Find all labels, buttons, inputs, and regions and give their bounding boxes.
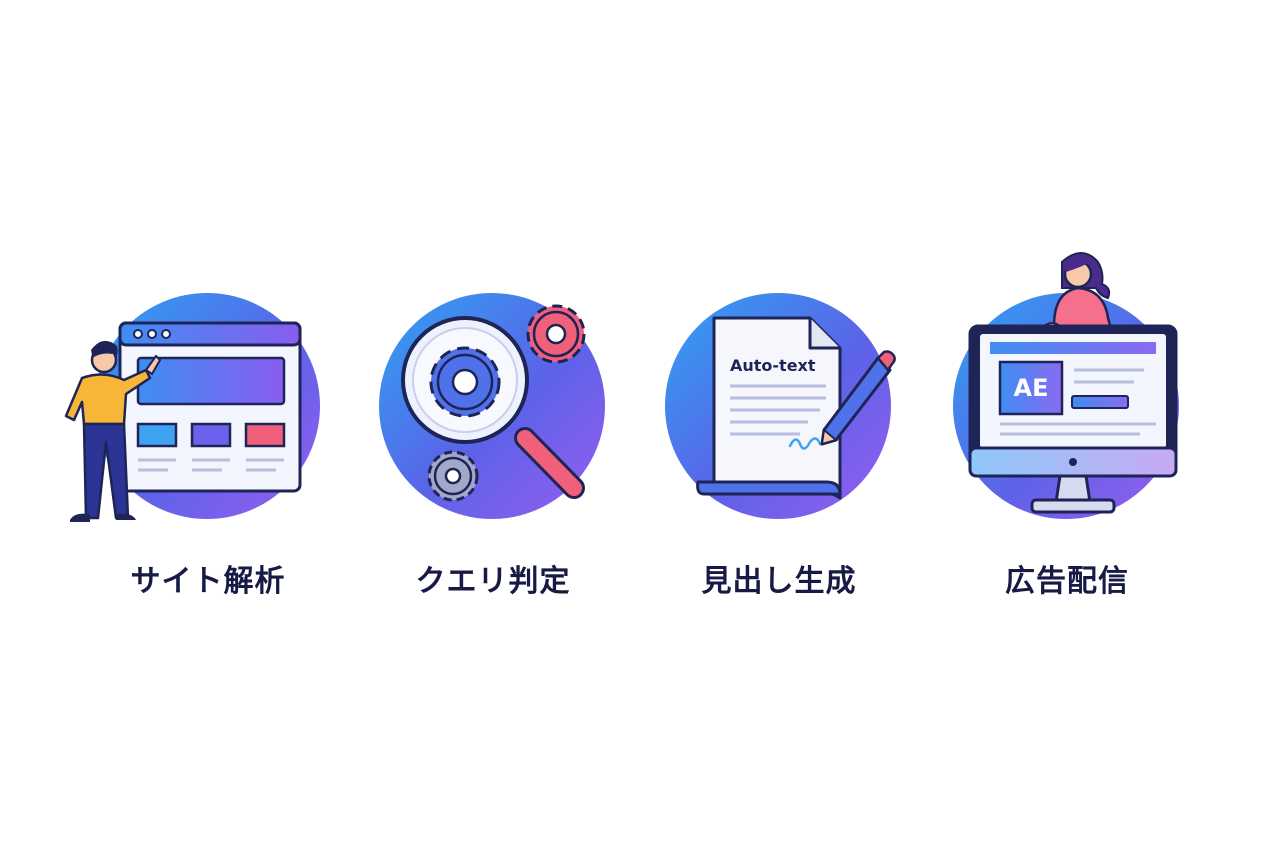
magnifier-gears-icon bbox=[401, 304, 586, 502]
gray-gear-icon bbox=[427, 450, 479, 502]
presenter-person-icon bbox=[64, 340, 162, 522]
step-label-ad-delivery: 広告配信 bbox=[1005, 564, 1129, 599]
document-pencil-icon: Auto-text bbox=[696, 316, 896, 500]
website-analysis-icon bbox=[118, 321, 302, 493]
step-label-query-judgement: クエリ判定 bbox=[415, 564, 571, 599]
ad-badge: AE bbox=[1014, 374, 1049, 402]
document-heading: Auto-text bbox=[730, 356, 816, 375]
red-gear-icon bbox=[526, 304, 586, 364]
monitor-ad-icon: AE bbox=[968, 324, 1178, 514]
step-label-site-analysis: サイト解析 bbox=[130, 564, 286, 599]
pencil-icon bbox=[820, 350, 896, 446]
blue-gear-icon bbox=[429, 346, 501, 418]
step-label-headline-generation: 見出し生成 bbox=[701, 564, 857, 599]
